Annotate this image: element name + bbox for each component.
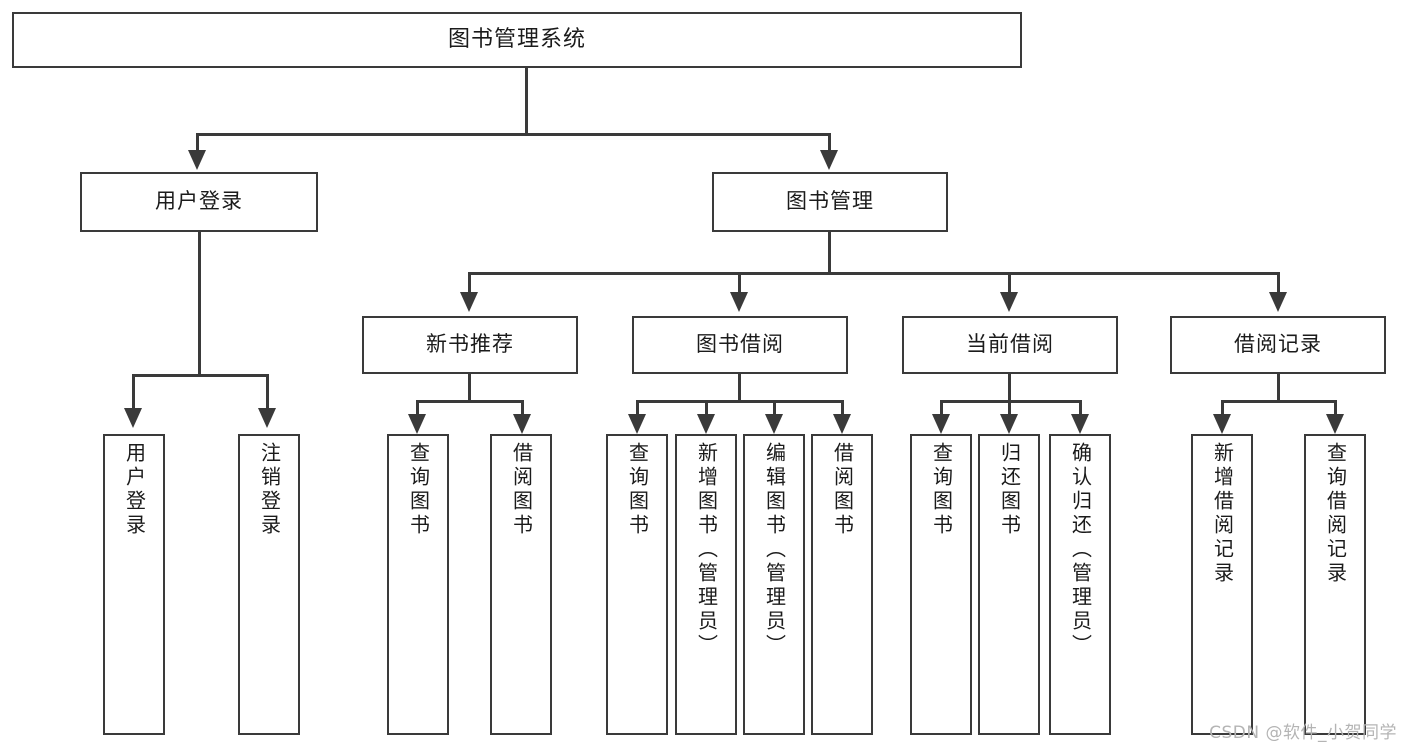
- arrowhead-root-to-bookmgmt: [820, 150, 838, 170]
- csdn-watermark: CSDN @软件_小贺同学: [1209, 723, 1397, 743]
- connector-current-stem: [1008, 374, 1011, 402]
- node-new-book-recommend[interactable]: 新书推荐: [362, 316, 578, 374]
- arrowhead-login-to-leaf1: [124, 408, 142, 428]
- connector-bookmgmt-to-record: [1277, 272, 1280, 294]
- connector-root-stem: [525, 68, 528, 134]
- connector-newbook-to-leaf2: [521, 400, 524, 416]
- node-label: 当前借阅: [966, 332, 1054, 357]
- node-label: 用户登录: [155, 189, 243, 214]
- arrowhead-root-to-login: [188, 150, 206, 170]
- leaf-label: 查询图书: [625, 442, 650, 538]
- node-label: 借阅记录: [1234, 332, 1322, 357]
- node-book-management[interactable]: 图书管理: [712, 172, 948, 232]
- arrowhead-newbook-to-leaf1: [408, 414, 426, 434]
- leaf-borrow-edit-book[interactable]: 编辑图书（管理员）: [743, 434, 805, 735]
- leaf-current-query-book[interactable]: 查询图书: [910, 434, 972, 735]
- leaf-label: 确认归还（管理员）: [1068, 442, 1093, 658]
- connector-login-stem: [198, 232, 201, 376]
- connector-current-to-leaf1: [940, 400, 943, 416]
- leaf-label: 用户登录: [122, 442, 147, 538]
- connector-login-bar: [132, 374, 269, 377]
- node-book-borrow[interactable]: 图书借阅: [632, 316, 848, 374]
- connector-record-to-leaf1: [1221, 400, 1224, 416]
- connector-bookmgmt-bar: [468, 272, 1280, 275]
- leaf-label: 归还图书: [997, 442, 1022, 538]
- leaf-current-confirm-return[interactable]: 确认归还（管理员）: [1049, 434, 1111, 735]
- leaf-label: 借阅图书: [509, 442, 534, 538]
- connector-login-to-leaf2: [266, 374, 269, 410]
- leaf-label: 编辑图书（管理员）: [762, 442, 787, 658]
- arrowhead-newbook-to-leaf2: [513, 414, 531, 434]
- connector-borrow-stem: [738, 374, 741, 402]
- leaf-record-add-record[interactable]: 新增借阅记录: [1191, 434, 1253, 735]
- connector-newbook-stem: [468, 374, 471, 402]
- arrowhead-bookmgmt-to-record: [1269, 292, 1287, 312]
- leaf-current-return-book[interactable]: 归还图书: [978, 434, 1040, 735]
- leaf-label: 查询图书: [929, 442, 954, 538]
- arrowhead-login-to-leaf2: [258, 408, 276, 428]
- leaf-label: 新增借阅记录: [1210, 442, 1235, 586]
- connector-borrow-to-leaf1: [636, 400, 639, 416]
- arrowhead-current-to-leaf1: [932, 414, 950, 434]
- arrowhead-record-to-leaf2: [1326, 414, 1344, 434]
- leaf-label: 注销登录: [257, 442, 282, 538]
- connector-bookmgmt-to-borrow: [738, 272, 741, 294]
- arrowhead-current-to-leaf3: [1071, 414, 1089, 434]
- leaf-new-book-query[interactable]: 查询图书: [387, 434, 449, 735]
- connector-bookmgmt-to-newbook: [468, 272, 471, 294]
- leaf-label: 查询借阅记录: [1323, 442, 1348, 586]
- leaf-borrow-borrow-book[interactable]: 借阅图书: [811, 434, 873, 735]
- leaf-record-query-record[interactable]: 查询借阅记录: [1304, 434, 1366, 735]
- node-label: 新书推荐: [426, 332, 514, 357]
- connector-current-bar: [940, 400, 1082, 403]
- arrowhead-borrow-to-leaf4: [833, 414, 851, 434]
- connector-record-bar: [1221, 400, 1337, 403]
- connector-borrow-to-leaf3: [773, 400, 776, 416]
- connector-newbook-to-leaf1: [416, 400, 419, 416]
- connector-borrow-bar: [636, 400, 844, 403]
- arrowhead-borrow-to-leaf3: [765, 414, 783, 434]
- node-label: 图书管理系统: [447, 26, 586, 52]
- arrowhead-current-to-leaf2: [1000, 414, 1018, 434]
- connector-current-to-leaf3: [1079, 400, 1082, 416]
- node-current-borrow[interactable]: 当前借阅: [902, 316, 1118, 374]
- node-borrow-record[interactable]: 借阅记录: [1170, 316, 1386, 374]
- connector-root-bar: [196, 133, 831, 136]
- leaf-borrow-query-book[interactable]: 查询图书: [606, 434, 668, 735]
- arrowhead-bookmgmt-to-borrow: [730, 292, 748, 312]
- node-label: 图书管理: [786, 189, 874, 214]
- connector-borrow-to-leaf2: [705, 400, 708, 416]
- node-user-login[interactable]: 用户登录: [80, 172, 318, 232]
- arrowhead-bookmgmt-to-newbook: [460, 292, 478, 312]
- connector-newbook-bar: [416, 400, 524, 403]
- arrowhead-borrow-to-leaf1: [628, 414, 646, 434]
- leaf-new-book-borrow[interactable]: 借阅图书: [490, 434, 552, 735]
- arrowhead-record-to-leaf1: [1213, 414, 1231, 434]
- connector-borrow-to-leaf4: [841, 400, 844, 416]
- connector-record-stem: [1277, 374, 1280, 402]
- connector-root-to-login: [196, 133, 199, 153]
- leaf-label: 新增图书（管理员）: [694, 442, 719, 658]
- connector-login-to-leaf1: [132, 374, 135, 410]
- connector-root-to-bookmgmt: [828, 133, 831, 153]
- connector-current-to-leaf2: [1008, 400, 1011, 416]
- node-root-system[interactable]: 图书管理系统: [12, 12, 1022, 68]
- leaf-borrow-add-book[interactable]: 新增图书（管理员）: [675, 434, 737, 735]
- connector-bookmgmt-stem: [828, 232, 831, 274]
- leaf-user-login-logout[interactable]: 注销登录: [238, 434, 300, 735]
- arrowhead-borrow-to-leaf2: [697, 414, 715, 434]
- leaf-user-login-login[interactable]: 用户登录: [103, 434, 165, 735]
- node-label: 图书借阅: [696, 332, 784, 357]
- leaf-label: 查询图书: [406, 442, 431, 538]
- connector-record-to-leaf2: [1334, 400, 1337, 416]
- leaf-label: 借阅图书: [830, 442, 855, 538]
- arrowhead-bookmgmt-to-current: [1000, 292, 1018, 312]
- connector-bookmgmt-to-current: [1008, 272, 1011, 294]
